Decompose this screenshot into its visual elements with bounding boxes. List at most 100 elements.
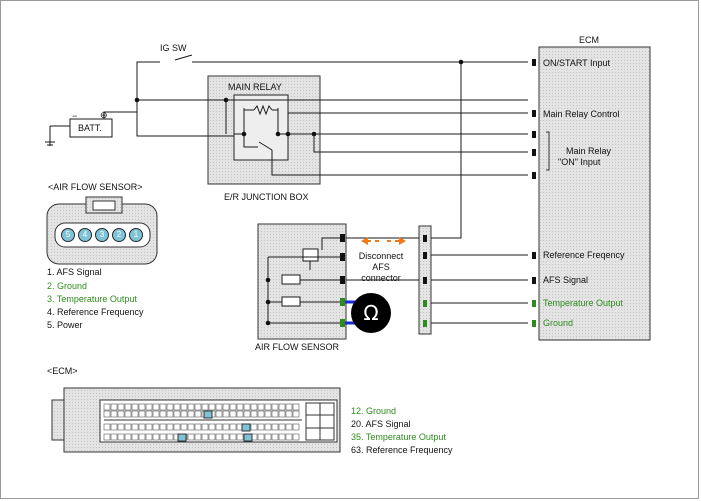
ecm-pin-cell [278, 410, 286, 418]
ecm-pin-cell [194, 433, 202, 441]
ecm-pin-cell [103, 403, 111, 411]
afs-header: <AIR FLOW SENSOR> [48, 182, 143, 192]
junction-dots [134, 59, 464, 326]
afs-connector-pin-3: 3 [95, 228, 109, 242]
ecm-pin-cell [271, 410, 279, 418]
ecm-pin-cell [236, 410, 244, 418]
ecm-pin-cell [180, 410, 188, 418]
ecm-pin-cell [124, 423, 132, 431]
ecm-pin-cell [236, 433, 244, 441]
ecm-pin-cell [187, 410, 195, 418]
ig-sw-label: IG SW [160, 43, 187, 53]
ecm-pin-cell [131, 403, 139, 411]
afs-pin-4: 4. Reference Frequency [47, 307, 144, 317]
ecm-header: <ECM> [47, 366, 78, 376]
ecm-pin-cell [292, 403, 300, 411]
ecm-pin-cell [138, 403, 146, 411]
ecm-pin-cell [187, 423, 195, 431]
ecm-pin-cell [278, 433, 286, 441]
ecm-pin-cell [173, 403, 181, 411]
afs-pin-3: 3. Temperature Output [47, 294, 137, 304]
main-relay-box [233, 94, 289, 161]
wiring [45, 54, 528, 324]
ecm-pin-cell [215, 410, 223, 418]
ecm-input-afs-signal: AFS Signal [543, 275, 589, 285]
ecm-pin-cell [103, 433, 111, 441]
ecm-pin-cell [285, 433, 293, 441]
ecm-pin-cell [124, 433, 132, 441]
ecm-pin-cell [166, 410, 174, 418]
ecm-pin-cell [194, 403, 202, 411]
ecm-pin-cell [124, 410, 132, 418]
ecm-pin-cell [264, 403, 272, 411]
afs-pin-5: 5. Power [47, 320, 83, 330]
ecm-pin-cell [145, 433, 153, 441]
main-relay-label: MAIN RELAY [228, 82, 282, 92]
ecm-pin-cell [173, 423, 181, 431]
afs-device-label: AIR FLOW SENSOR [255, 342, 340, 352]
ecm-pin-cell [229, 433, 237, 441]
afs-pin-2: 2. Ground [47, 281, 88, 291]
ecm-pin-cell [131, 433, 139, 441]
junction-box-label: E/R JUNCTION BOX [224, 192, 309, 202]
ecm-pin-cell [110, 410, 118, 418]
ecm-pin-cell [243, 410, 251, 418]
ecm-pin-cell [201, 433, 209, 441]
afs-connector-pin-4: 4 [78, 228, 92, 242]
ecm-pin-cell [124, 403, 132, 411]
ecm-pin-cell [215, 433, 223, 441]
ecm-pin-cell [103, 410, 111, 418]
ecm-pin-cell [264, 423, 272, 431]
ecm-pin-cell [152, 410, 160, 418]
ecm-pin-cell [166, 423, 174, 431]
ecm-pin-cell [250, 410, 258, 418]
ecm-pin-cell [103, 423, 111, 431]
ecm-pin-cell [292, 410, 300, 418]
afs-connector-pin-2: 2 [112, 228, 126, 242]
afs-pin-1: 1. AFS Signal [47, 267, 102, 277]
ecm-pin-cell [222, 403, 230, 411]
ecm-pin-cell [229, 423, 237, 431]
ecm-pin-cell [138, 433, 146, 441]
ecm-pin-cell [271, 433, 279, 441]
ecm-pin-cell [117, 423, 125, 431]
ecm-pin-12: 12. Ground [351, 406, 397, 416]
ecm-pin-cell [243, 403, 251, 411]
ecm-pin-cell [187, 433, 195, 441]
ecm-title: ECM [579, 35, 599, 45]
ecm-pin-cell [285, 410, 293, 418]
ecm-pin-cell [117, 403, 125, 411]
ecm-pin-cell [292, 433, 300, 441]
ecm-input-on-input: "ON" Input [558, 157, 601, 167]
ecm-pin-cell [138, 410, 146, 418]
ecm-pin-cell [271, 403, 279, 411]
ecm-pin-cell [257, 433, 265, 441]
ecm-pin-cell [271, 423, 279, 431]
ecm-pin-cell [110, 403, 118, 411]
ecm-pin-cell [166, 433, 174, 441]
ecm-pin-cell [292, 423, 300, 431]
ecm-pin-cell [222, 410, 230, 418]
ohm-symbol: Ω [363, 301, 379, 325]
battery-label: BATT. [78, 123, 102, 133]
ecm-pin-cell [166, 403, 174, 411]
ecm-pin-cell [131, 410, 139, 418]
ecm-pin-cell [278, 423, 286, 431]
ecm-pin-cell [194, 423, 202, 431]
afs-housing [257, 223, 347, 340]
ecm-pin-cell [159, 410, 167, 418]
ecm-pin-cell [215, 403, 223, 411]
ecm-pin-cell [145, 410, 153, 418]
ecm-pin-cell [264, 433, 272, 441]
ecm-pin-cell [208, 433, 216, 441]
ecm-pin-cell [229, 403, 237, 411]
ecm-pin-cell [208, 403, 216, 411]
ecm-pin-cell [229, 410, 237, 418]
ecm-pin-cell [159, 433, 167, 441]
ecm-input-main-relay-control: Main Relay Control [543, 109, 620, 119]
ecm-pin-cell [194, 410, 202, 418]
ecm-pin-cell [187, 403, 195, 411]
ecm-pin-63: 63. Reference Frequency [351, 445, 453, 455]
ecm-pin-cell [152, 403, 160, 411]
ecm-pin-cell [257, 410, 265, 418]
